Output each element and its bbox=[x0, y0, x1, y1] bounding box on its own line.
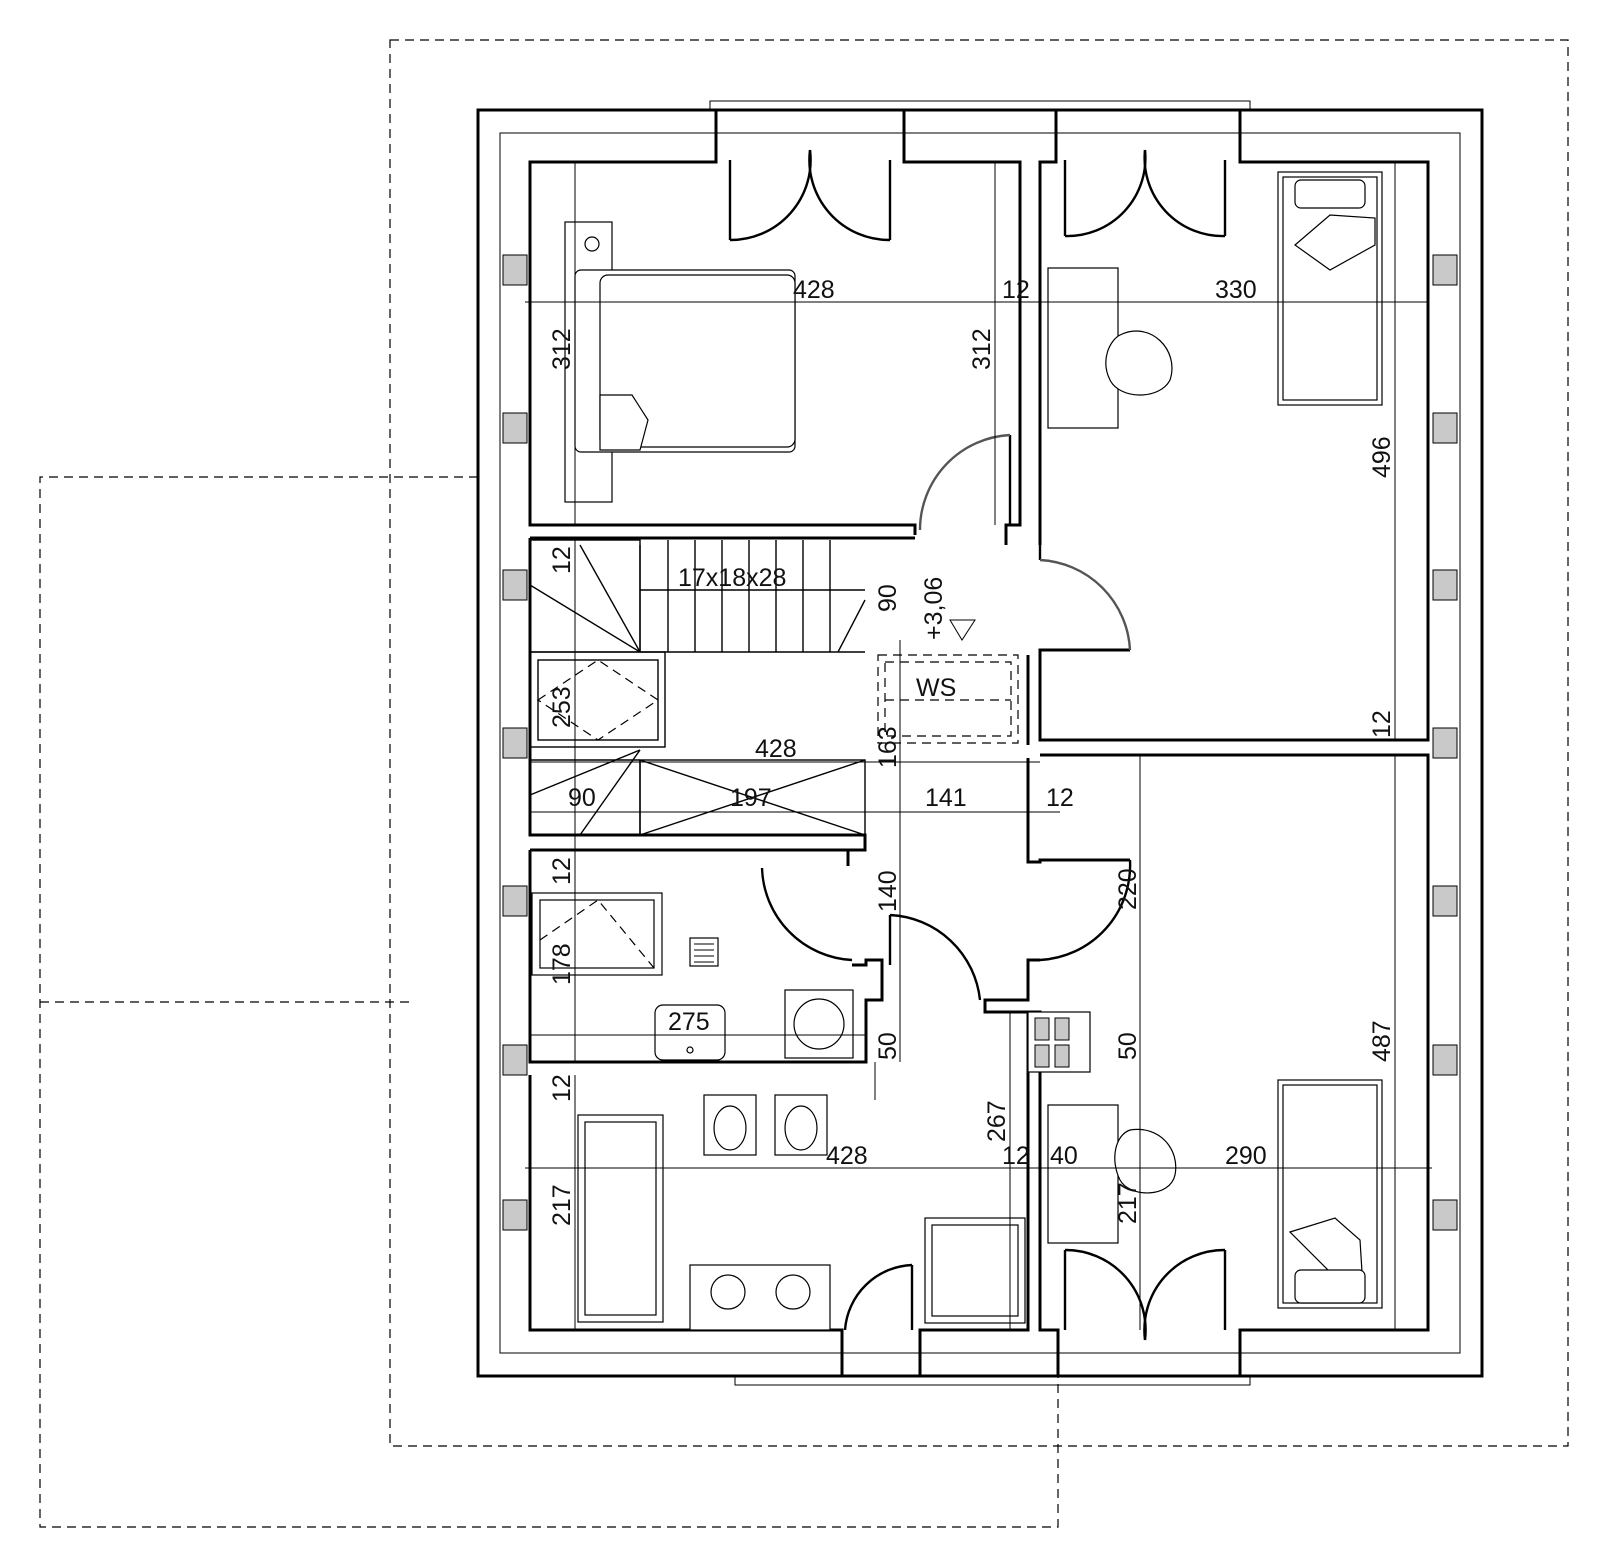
dim-bottom-290: 290 bbox=[1225, 1142, 1267, 1170]
wall-hatch-blocks bbox=[502, 254, 1458, 1231]
dim-right-50: 50 bbox=[1114, 1032, 1142, 1060]
desk bbox=[1047, 267, 1119, 429]
chair bbox=[1105, 330, 1173, 396]
vent-block bbox=[1027, 1011, 1091, 1073]
dim-stair-90: 90 bbox=[874, 584, 902, 612]
dim-door-220: 220 bbox=[1114, 868, 1142, 910]
dim-bottom-left-217: 217 bbox=[548, 1184, 576, 1226]
dim-bottom-right-217: 217 bbox=[1114, 1182, 1142, 1224]
desk-lower bbox=[1047, 1104, 1119, 1244]
dim-lower-12: 12 bbox=[548, 1074, 576, 1102]
furniture bbox=[529, 171, 1383, 1331]
stair-spec-label: 17x18x28 bbox=[678, 564, 786, 592]
dim-top-left-depth-b: 312 bbox=[968, 328, 996, 370]
washbasin bbox=[654, 1004, 726, 1061]
dim-bottom-40: 40 bbox=[1050, 1142, 1078, 1170]
roof-outline-dashed bbox=[39, 39, 1569, 1528]
dim-mid-428: 428 bbox=[755, 735, 797, 763]
staircase bbox=[529, 539, 866, 836]
dim-bottom-428: 428 bbox=[826, 1142, 868, 1170]
dim-top-right-width: 330 bbox=[1215, 276, 1257, 304]
dim-bath-12: 12 bbox=[548, 857, 576, 885]
doors bbox=[728, 149, 1227, 1341]
dim-top-right-depth: 496 bbox=[1368, 436, 1396, 478]
dim-right-487: 487 bbox=[1368, 1020, 1396, 1062]
dimension-labels: 17x18x28 +3,06 WS 428 12 330 312 312 496… bbox=[548, 276, 1396, 1226]
dim-mid-141: 141 bbox=[925, 784, 967, 812]
ws-closet bbox=[877, 654, 1019, 744]
dim-mid-197: 197 bbox=[730, 784, 772, 812]
level-mark-label: +3,06 bbox=[920, 577, 948, 640]
dim-stair-253: 253 bbox=[548, 686, 576, 728]
dim-bottom-267: 267 bbox=[983, 1100, 1011, 1142]
dim-mid-90: 90 bbox=[568, 784, 596, 812]
chair-lower bbox=[1114, 1128, 1177, 1194]
dim-bath-178: 178 bbox=[548, 943, 576, 985]
dim-right-wall-12: 12 bbox=[1368, 710, 1396, 738]
dim-top-wall-12: 12 bbox=[1002, 276, 1030, 304]
dim-stair-12: 12 bbox=[548, 546, 576, 574]
ws-label: WS bbox=[916, 674, 956, 702]
dim-top-left-depth-a: 312 bbox=[548, 328, 576, 370]
dimension-lines bbox=[525, 162, 1432, 1330]
toilet bbox=[703, 1094, 757, 1156]
dim-mid-12: 12 bbox=[1046, 784, 1074, 812]
dim-bath-275: 275 bbox=[668, 1008, 710, 1036]
floor-drain bbox=[689, 937, 719, 967]
dim-bottom-12: 12 bbox=[1002, 1142, 1030, 1170]
dim-top-left-width: 428 bbox=[793, 276, 835, 304]
dim-hall-163: 163 bbox=[874, 726, 902, 768]
dim-hall-140: 140 bbox=[874, 870, 902, 912]
dim-hall-50: 50 bbox=[874, 1032, 902, 1060]
